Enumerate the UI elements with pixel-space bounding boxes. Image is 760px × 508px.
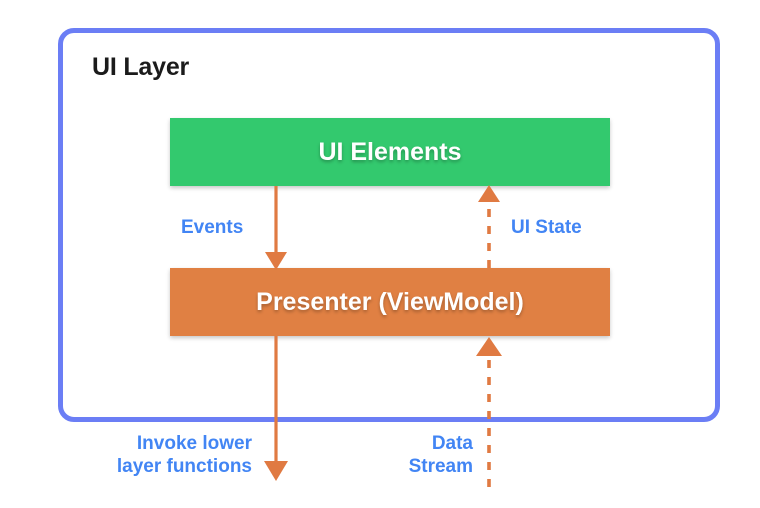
edge-label-data-stream: Data Stream (408, 433, 473, 477)
ui-layer-container (58, 28, 720, 422)
node-presenter-label: Presenter (ViewModel) (256, 287, 524, 316)
edge-label-events: Events (181, 217, 244, 238)
edge-label-ui-state: UI State (511, 217, 582, 238)
node-ui-elements-label: UI Elements (318, 137, 462, 166)
node-ui-elements: UI Elements (170, 118, 610, 186)
ui-layer-title: UI Layer (92, 53, 190, 81)
node-presenter: Presenter (ViewModel) (170, 268, 610, 336)
edge-label-invoke-lower-layer: Invoke lower layer functions (116, 433, 252, 477)
